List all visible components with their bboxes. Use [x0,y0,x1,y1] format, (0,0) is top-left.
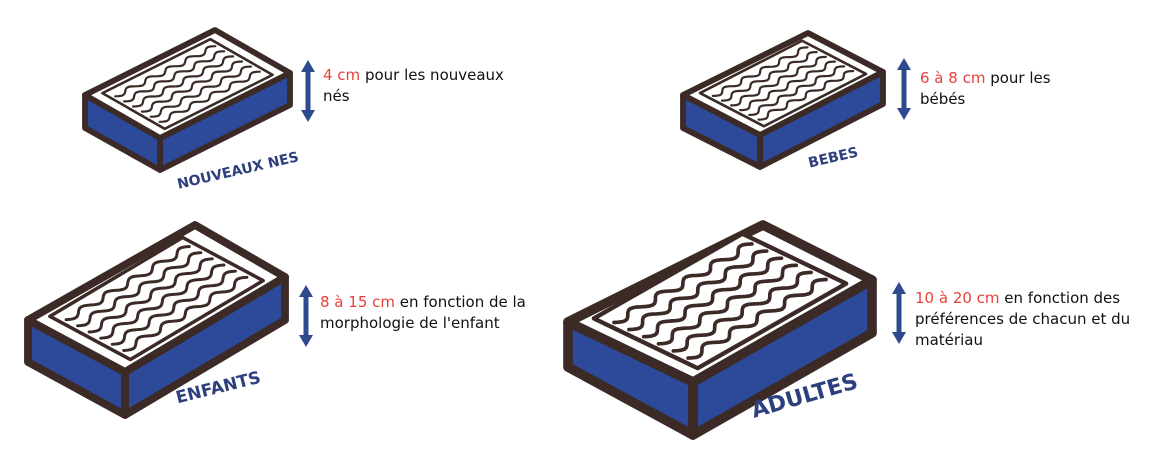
thickness-arrow-icon [301,60,315,122]
stitch-line [671,270,813,353]
stitch-line [64,245,191,322]
stitch-line [757,69,855,121]
stitch-line [158,70,261,123]
stitch-line [739,60,837,112]
stitch-line [122,275,249,352]
stitch-line [131,55,235,108]
mattress-panel-children: ENFANTS 8 à 15 cm en fonction de la morp… [24,220,545,435]
stitch-line [149,65,253,118]
stitch-line [87,257,214,334]
thickness-value: 4 cm [323,66,361,84]
thickness-description: 6 à 8 cm pour les bébés [920,68,1100,110]
thickness-description: 4 cm pour les nouveaux nés [323,65,523,107]
stitch-line [641,256,784,339]
thickness-description: 10 à 20 cm en fonction des préférences d… [915,288,1165,351]
stitch-line [99,263,226,340]
stitch-line [711,46,809,98]
thickness-text: pour les bébés [920,69,1051,108]
stitch-line [748,65,846,117]
stitch-line [76,251,203,328]
stitch-line [627,249,769,332]
mattress-panel-adults: ADULTES 10 à 20 cm en fonction des préfé… [563,220,1165,452]
stitch-line [110,269,237,346]
mattress-panel-babies: BEBES 6 à 8 cm pour les bébés [680,30,1150,180]
thickness-description: 8 à 15 cm en fonction de la morphologie … [320,292,540,334]
mattress-illustration [680,30,886,170]
thickness-value: 8 à 15 cm [320,293,395,311]
mattress-illustration [82,27,293,173]
stitch-line [720,50,818,102]
mattress-panel-newborns: NOUVEAUX NES 4 cm pour les nouveaux nés [80,25,530,195]
mattress-illustration [24,221,289,419]
thickness-value: 10 à 20 cm [915,289,1000,307]
thickness-arrow-icon [897,58,911,120]
thickness-value: 6 à 8 cm [920,69,986,87]
stitch-line [729,55,827,107]
stitch-line [612,242,754,325]
stitch-line [140,60,244,113]
thickness-arrow-icon [892,282,906,344]
thickness-text: pour les nouveaux nés [323,66,504,105]
stitch-line [114,45,217,98]
mattress-illustration [563,220,877,440]
stitch-line [656,263,799,346]
stitch-line [686,277,828,360]
thickness-arrow-icon [299,285,313,347]
thickness-text: en fonction de la morphologie de l'enfan… [320,293,526,332]
thickness-text: en fonction des préférences de chacun et… [915,289,1131,349]
stitch-line [122,50,226,103]
